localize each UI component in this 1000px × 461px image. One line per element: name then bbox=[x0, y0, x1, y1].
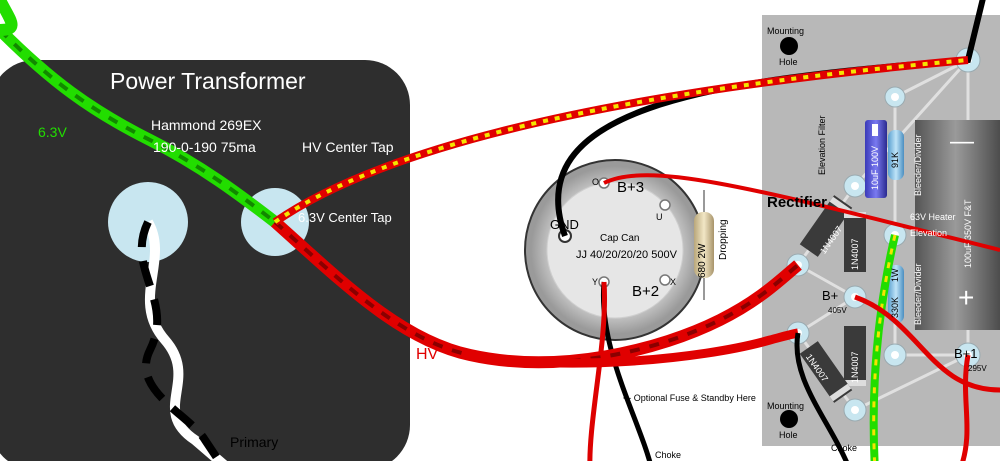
heater-voltage-label: 6.3V bbox=[38, 124, 67, 140]
elevation-capacitor-stripe bbox=[872, 124, 878, 136]
transformer-rating: 190-0-190 75ma bbox=[153, 139, 256, 155]
diode-2-label: 1N4007 bbox=[850, 238, 860, 270]
resistor-330k-label: 330K bbox=[890, 296, 900, 318]
hv-wire-c bbox=[469, 328, 799, 368]
bleeder-bottom-label: Bleeder/Divider bbox=[913, 263, 923, 325]
bplus-wire bbox=[854, 294, 1000, 393]
elevation-capacitor bbox=[865, 120, 887, 198]
dropping-resistor bbox=[694, 190, 714, 300]
fuse-standby-note: <- Optional Fuse & Standby Here bbox=[623, 393, 756, 403]
hole-bottom-label: Hole bbox=[779, 430, 798, 440]
dropping-resistor-value: 680 2W bbox=[697, 243, 708, 278]
cap-can-rating: JJ 40/20/20/20 500V bbox=[576, 249, 677, 261]
transformer-title: Power Transformer bbox=[110, 68, 306, 94]
b3-label: B+3 bbox=[617, 179, 645, 196]
elevation-filter-label: Elevation Filter bbox=[817, 115, 827, 175]
heater-wire-b bbox=[0, 28, 277, 224]
bplus-label: B+ bbox=[822, 288, 839, 303]
b3-wire bbox=[603, 173, 1000, 252]
rectifier-label: Rectifier bbox=[767, 194, 828, 211]
dropping-label: Dropping bbox=[718, 219, 729, 260]
filter-capacitor bbox=[915, 120, 1000, 330]
gnd-label: GND bbox=[550, 217, 579, 232]
primary-wire-white bbox=[143, 219, 228, 461]
b2-label: B+2 bbox=[632, 283, 660, 300]
bplus1-voltage: 295V bbox=[968, 364, 987, 373]
bleeder-top-label: Bleeder/Divider bbox=[913, 134, 923, 196]
primary-wire-black bbox=[137, 220, 224, 461]
mounting-hole-top bbox=[780, 37, 798, 55]
mounting-hole-bottom bbox=[780, 410, 798, 428]
bplus1-label: B+1 bbox=[954, 346, 978, 361]
bplus-voltage: 405V bbox=[828, 306, 847, 315]
resistor-1w-label: 1W bbox=[890, 268, 900, 283]
elevation-cap-value: 10uF 100V bbox=[870, 145, 880, 190]
resistor-91k bbox=[888, 130, 904, 180]
hv-label: HV bbox=[416, 346, 439, 363]
mounting-bottom-label: Mounting bbox=[767, 401, 805, 411]
elevation-label: Elevation bbox=[910, 228, 948, 238]
filter-cap-value: 100uF 350V F&T bbox=[963, 199, 973, 268]
pin-y-label: Y bbox=[592, 277, 599, 287]
center-tap-stripe bbox=[273, 58, 969, 224]
choke-label-right: Choke bbox=[831, 443, 858, 453]
heater-wire-top bbox=[0, 0, 18, 36]
heater-center-tap-label: 6.3V Center Tap bbox=[298, 210, 392, 225]
transformer-model: Hammond 269EX bbox=[151, 117, 262, 133]
choke-label-left: Choke bbox=[655, 450, 682, 460]
cap-plus-sign: + bbox=[958, 282, 975, 313]
pin-u-label: U bbox=[656, 212, 663, 222]
b1-wire bbox=[960, 354, 971, 461]
diode-d4 bbox=[799, 341, 853, 403]
diode-3-label: 1N4007 bbox=[850, 351, 860, 383]
pin-o-label: O bbox=[592, 177, 600, 187]
hole-top-label: Hole bbox=[779, 57, 798, 67]
mounting-top-label: Mounting bbox=[767, 26, 805, 36]
heater-elevation-label: 63V Heater bbox=[910, 212, 956, 222]
choke-wire-right bbox=[794, 332, 849, 461]
diode-d3 bbox=[844, 326, 866, 386]
cap-can-y-wire bbox=[587, 281, 608, 461]
hv-center-tap-label: HV Center Tap bbox=[302, 139, 394, 155]
cap-minus-sign: — bbox=[950, 128, 974, 155]
heater-elevation-wire bbox=[869, 234, 899, 461]
resistor-330k bbox=[888, 265, 904, 323]
resistor-91k-label: 91K bbox=[890, 151, 900, 168]
pin-x-label: X bbox=[670, 277, 677, 287]
cap-can-name: Cap Can bbox=[600, 233, 640, 244]
primary-label: Primary bbox=[230, 434, 279, 450]
cap-can-center bbox=[546, 181, 684, 319]
transformer-body bbox=[0, 60, 410, 461]
